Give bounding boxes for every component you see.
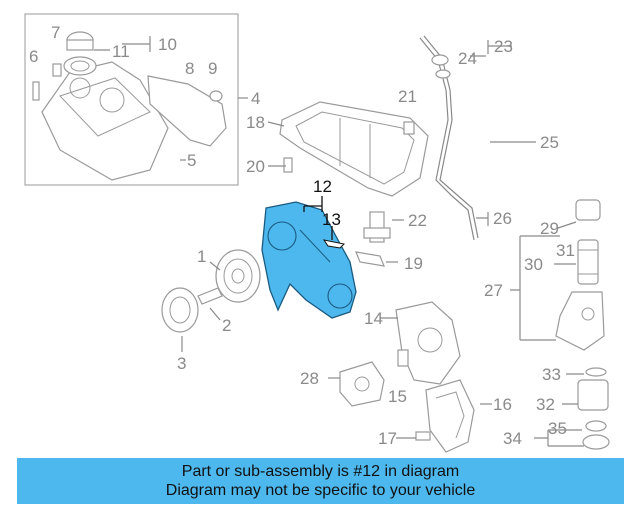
callout-9: 9 (208, 59, 217, 78)
callout-30: 30 (524, 255, 543, 274)
callout-22: 22 (408, 211, 427, 230)
callout-34: 34 (503, 429, 522, 448)
callout-21: 21 (398, 87, 417, 106)
callout-3: 3 (177, 354, 186, 373)
callout-23: 23 (494, 37, 513, 56)
callout-32: 32 (536, 395, 555, 414)
bolt-17 (415, 431, 431, 441)
callout-7: 7 (51, 23, 60, 42)
shield-16 (425, 379, 475, 453)
callout-19: 19 (404, 254, 423, 273)
callout-31: 31 (556, 241, 575, 260)
crank-pulley (215, 249, 261, 303)
callout-10: 10 (158, 35, 177, 54)
sensor-bracket (355, 211, 391, 267)
callout-33: 33 (542, 365, 561, 384)
callout-15: 15 (388, 387, 407, 406)
callout-2: 2 (222, 316, 231, 335)
callout-20: 20 (246, 157, 265, 176)
banner-line-1: Part or sub-assembly is #12 in diagram (181, 463, 460, 480)
callout-26: 26 (493, 209, 512, 228)
crank-seal (161, 287, 223, 333)
banner-line-2: Diagram may not be specific to your vehi… (165, 482, 476, 499)
timing-cover-highlighted (261, 201, 357, 319)
callout-24: 24 (458, 49, 477, 68)
callout-8: 8 (185, 59, 194, 78)
callout-14: 14 (364, 309, 383, 328)
callout-25: 25 (540, 133, 559, 152)
callout-13: 13 (322, 210, 341, 229)
valve-cover-group (24, 13, 239, 186)
oil-filter-group (555, 199, 610, 450)
callout-18: 18 (246, 113, 265, 132)
callout-11: 11 (112, 42, 130, 61)
oil-pan (279, 101, 429, 197)
rear-cover (395, 301, 461, 385)
callout-27: 27 (484, 281, 503, 300)
dipstick-tube (419, 35, 479, 241)
callout-12: 12 (313, 177, 332, 196)
leader-lines (94, 36, 584, 447)
callout-16: 16 (493, 395, 512, 414)
info-banner: Part or sub-assembly is #12 in diagram D… (17, 458, 624, 504)
callout-labels: 1 2 3 4 5 6 7 8 9 10 11 12 13 14 15 16 1… (29, 23, 575, 448)
callout-28: 28 (300, 369, 319, 388)
callout-17: 17 (378, 429, 397, 448)
callout-29: 29 (540, 219, 559, 238)
callout-4: 4 (251, 89, 260, 108)
callout-35: 35 (548, 419, 567, 438)
callout-1: 1 (197, 247, 206, 266)
callout-6: 6 (29, 47, 38, 66)
callout-5: 5 (187, 151, 196, 170)
bracket-28 (339, 361, 385, 407)
